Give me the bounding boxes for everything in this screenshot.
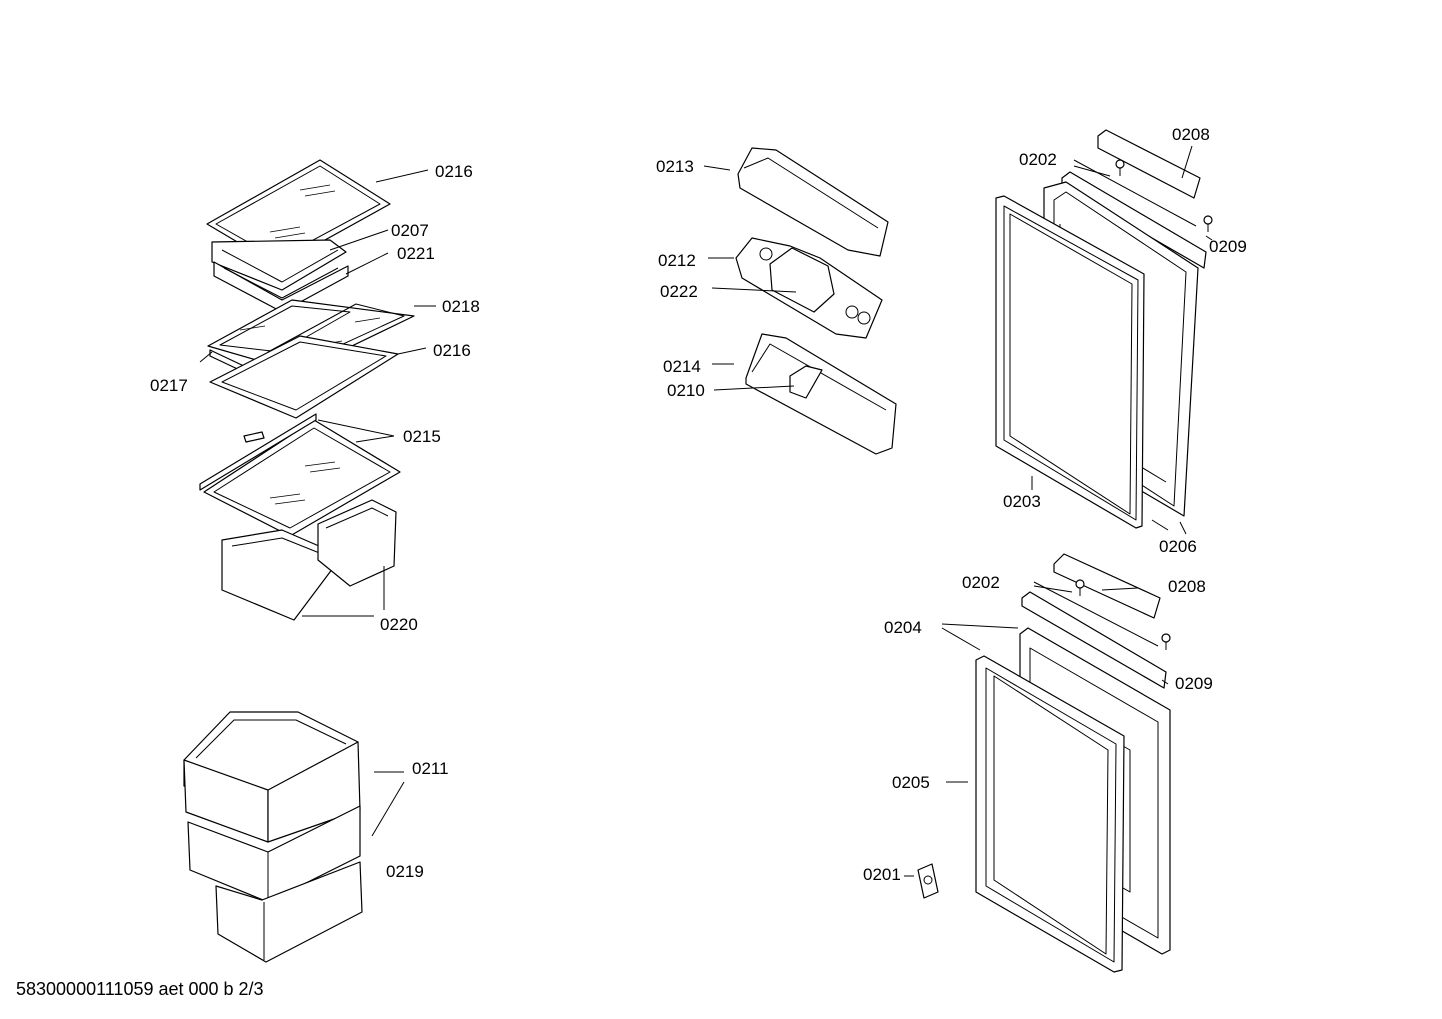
leader-lines bbox=[199, 145, 1213, 877]
drawing-reference-footer: 58300000111059 aet 000 b 2/3 bbox=[16, 979, 264, 999]
door-handle-0208-top bbox=[1097, 129, 1201, 199]
label-0222: 0222 bbox=[660, 282, 698, 301]
badge-0201 bbox=[917, 863, 939, 899]
label-0213: 0213 bbox=[656, 157, 694, 176]
screw-0209-top bbox=[1203, 215, 1213, 232]
label-0220: 0220 bbox=[380, 615, 418, 634]
door-gasket-0203 bbox=[995, 195, 1145, 529]
label-0218: 0218 bbox=[442, 297, 480, 316]
label-0208-bottom: 0208 bbox=[1168, 577, 1206, 596]
label-0208-top: 0208 bbox=[1172, 125, 1210, 144]
door-handle-0208-bottom bbox=[1053, 553, 1161, 619]
screw-0202-bottom bbox=[1075, 579, 1085, 596]
label-0206: 0206 bbox=[1159, 537, 1197, 556]
freezer-gasket bbox=[975, 655, 1125, 973]
freezer-drawer-0211-top bbox=[183, 711, 361, 843]
screw-0209-bottom bbox=[1161, 633, 1171, 650]
label-0221: 0221 bbox=[397, 244, 435, 263]
door-bin-0213 bbox=[737, 147, 889, 257]
screw-0202-top bbox=[1115, 159, 1125, 176]
bin-divider-0210 bbox=[789, 365, 823, 399]
shelf-tray-0221 bbox=[213, 261, 349, 313]
label-0219: 0219 bbox=[386, 862, 424, 881]
part-labels: 0216 0207 0221 0218 0216 0217 0215 0220 … bbox=[150, 125, 1247, 884]
door-bin-0214 bbox=[745, 333, 897, 455]
hinge-plate-0204 bbox=[1021, 591, 1167, 689]
label-0215: 0215 bbox=[403, 427, 441, 446]
label-0209-bottom: 0209 bbox=[1175, 674, 1213, 693]
shelf-frame-0207 bbox=[211, 239, 347, 291]
label-0202-top: 0202 bbox=[1019, 150, 1057, 169]
label-0217: 0217 bbox=[150, 376, 188, 395]
label-0201: 0201 bbox=[863, 865, 901, 884]
label-0204: 0204 bbox=[884, 618, 922, 637]
label-0216-mid: 0216 bbox=[433, 341, 471, 360]
vegetable-drawers-0220 bbox=[221, 499, 397, 621]
label-0205: 0205 bbox=[892, 773, 930, 792]
split-shelf-0218 bbox=[207, 299, 415, 373]
label-0210: 0210 bbox=[667, 381, 705, 400]
label-0207: 0207 bbox=[391, 221, 429, 240]
label-0214: 0214 bbox=[663, 357, 701, 376]
egg-cover-0222 bbox=[769, 247, 835, 313]
label-0216-top: 0216 bbox=[435, 162, 473, 181]
label-0211: 0211 bbox=[412, 759, 449, 778]
label-0203: 0203 bbox=[1003, 492, 1041, 511]
label-0212: 0212 bbox=[658, 251, 696, 270]
crisper-cover-0215 bbox=[199, 413, 401, 537]
freezer-drawer-0211-mid bbox=[187, 805, 361, 903]
freezer-drawer-0219 bbox=[215, 861, 363, 963]
label-0209-top: 0209 bbox=[1209, 237, 1247, 256]
label-0202-bottom: 0202 bbox=[962, 573, 1000, 592]
